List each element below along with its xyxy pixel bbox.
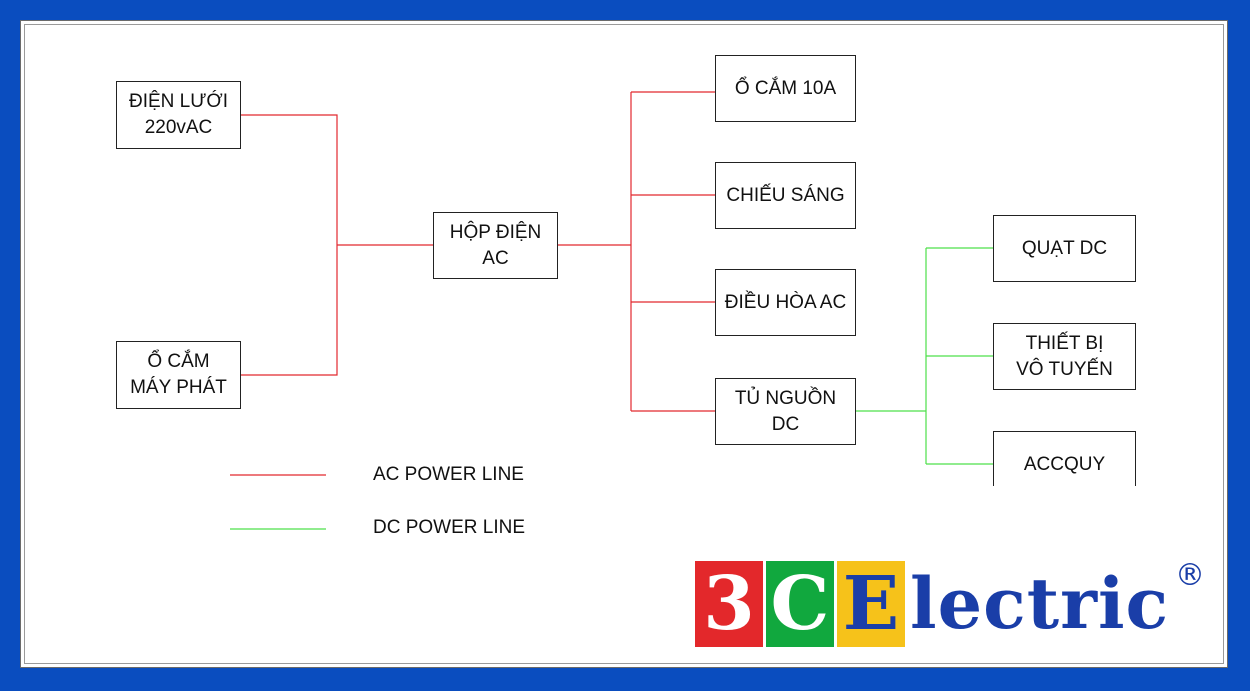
ac-wires bbox=[230, 91, 715, 476]
node-socket-10a: Ổ CẮM 10A bbox=[715, 55, 856, 122]
node-radio-equipment: THIẾT BỊ VÔ TUYẾN bbox=[993, 323, 1136, 390]
node-lighting: CHIẾU SÁNG bbox=[715, 162, 856, 229]
logo-tile-3: 3 bbox=[695, 561, 763, 647]
node-dc-cabinet: TỦ NGUỒN DC bbox=[715, 378, 856, 445]
brand-logo: 3 C E lectric bbox=[695, 561, 1169, 647]
inner-border bbox=[24, 24, 1224, 664]
node-generator-socket: Ổ CẮM MÁY PHÁT bbox=[116, 341, 241, 409]
logo-tile-e: E bbox=[837, 561, 905, 647]
node-ac-box: HỘP ĐIỆN AC bbox=[433, 212, 558, 279]
logo-tile-c: C bbox=[766, 561, 834, 647]
legend-ac-label: AC POWER LINE bbox=[373, 464, 524, 485]
legend-dc-label: DC POWER LINE bbox=[373, 517, 526, 538]
logo-wordmark: lectric bbox=[910, 562, 1170, 645]
registered-mark: ® bbox=[1175, 558, 1205, 593]
node-dc-fan: QUẠT DC bbox=[993, 215, 1136, 282]
node-aircon: ĐIỀU HÒA AC bbox=[715, 269, 856, 336]
node-battery: ACCQUY bbox=[993, 431, 1136, 486]
dc-wires bbox=[230, 247, 993, 530]
node-grid-power: ĐIỆN LƯỚI 220vAC bbox=[116, 81, 241, 149]
wire-grid-to-bus bbox=[240, 114, 338, 376]
